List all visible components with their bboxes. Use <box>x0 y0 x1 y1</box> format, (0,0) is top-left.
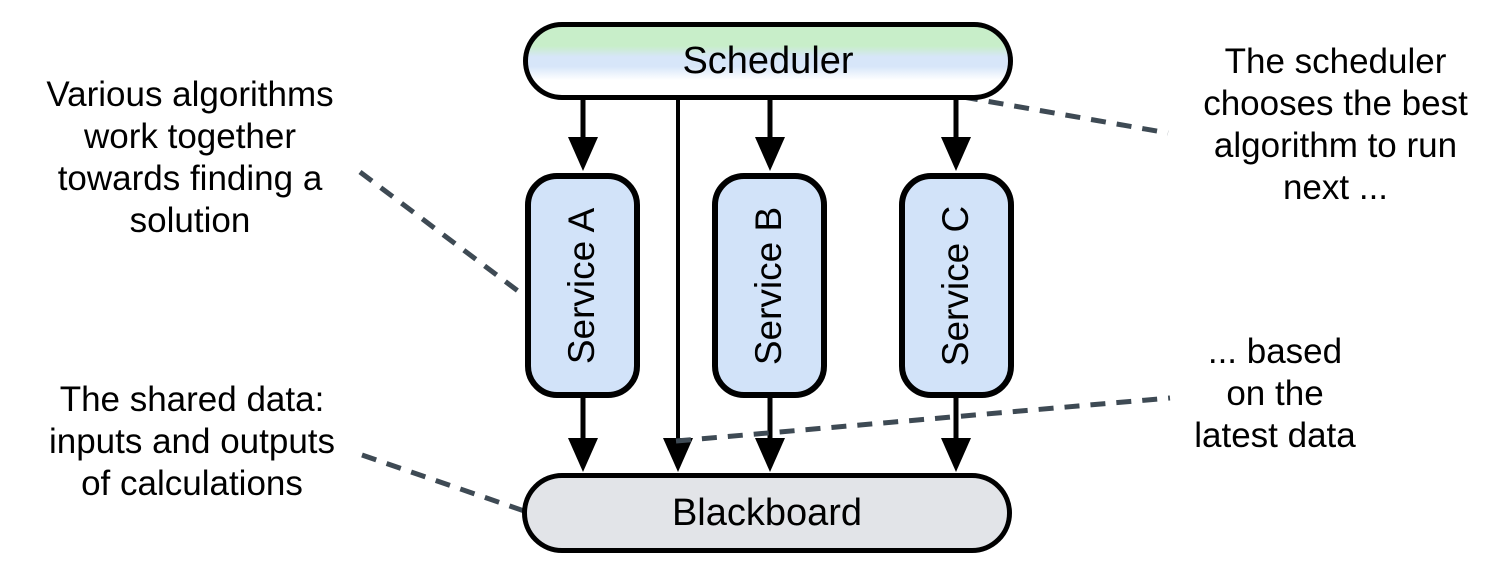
node-service-b: Service B <box>712 173 827 398</box>
annotation-left-bottom: The shared data: inputs and outputs of c… <box>48 380 336 503</box>
callout-line-left-bottom <box>361 452 531 516</box>
node-service-c-label: Service C <box>935 205 977 366</box>
annotation-left-top: Various algorithms work together towards… <box>46 75 334 240</box>
callout-line-left-top <box>358 170 520 293</box>
arrow-service-c-to-blackboard <box>941 396 971 472</box>
callout-line-right-bottom <box>675 395 1171 444</box>
arrow-service-a-to-blackboard <box>568 396 598 472</box>
node-blackboard-label: Blackboard <box>671 491 863 534</box>
node-scheduler: Scheduler <box>523 22 1013 100</box>
node-service-c: Service C <box>899 173 1014 398</box>
callout-line-right-top <box>962 94 1169 136</box>
node-scheduler-label: Scheduler <box>682 39 854 82</box>
arrow-scheduler-to-service-b <box>755 97 785 171</box>
annotation-right-bottom: ... based on the latest data <box>1194 332 1356 455</box>
node-service-a: Service A <box>525 173 640 398</box>
arrow-service-b-to-blackboard <box>755 396 785 472</box>
annotation-right-top: The scheduler chooses the best algorithm… <box>1203 42 1468 207</box>
node-service-a-label: Service A <box>561 207 603 364</box>
node-blackboard: Blackboard <box>522 473 1012 553</box>
arrow-scheduler-to-blackboard <box>663 97 693 472</box>
arrow-scheduler-to-service-a <box>568 97 598 171</box>
node-service-b-label: Service B <box>748 206 790 365</box>
arrow-scheduler-to-service-c <box>941 97 971 171</box>
